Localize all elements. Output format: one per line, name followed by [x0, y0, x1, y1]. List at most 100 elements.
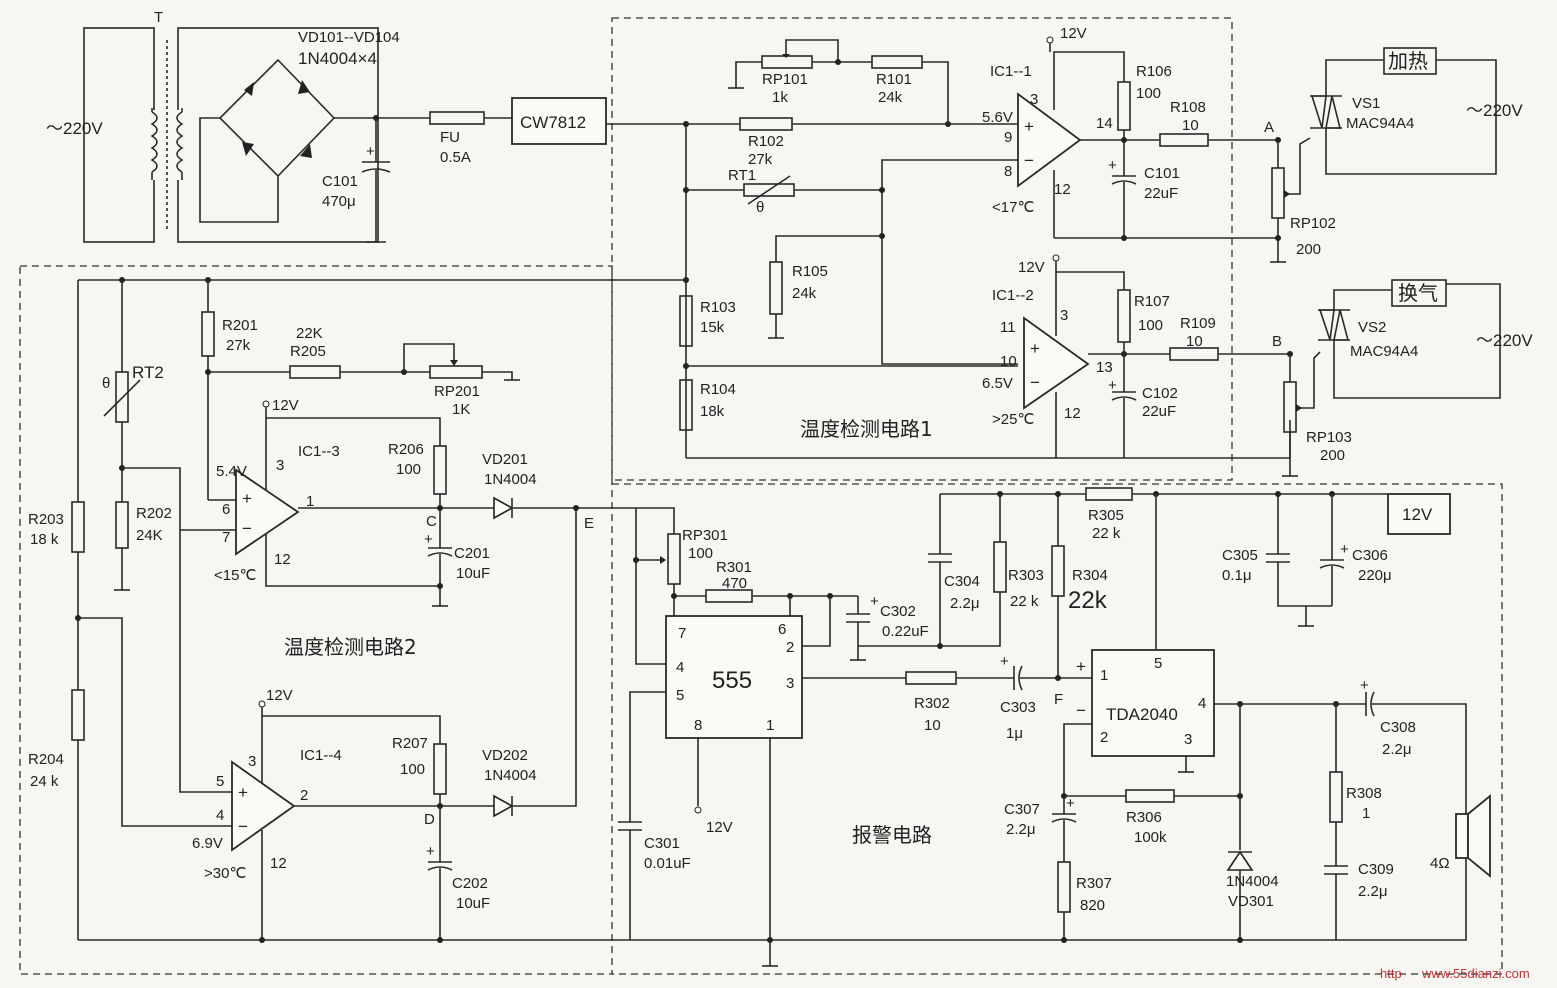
potentiometer-rp301	[667, 533, 681, 585]
c101-power-name: C101	[322, 173, 358, 190]
primary-coil	[150, 111, 158, 173]
svg-text:6: 6	[222, 501, 230, 518]
vs1-part: MAC94A4	[1346, 115, 1414, 132]
bridge-diode-4	[300, 144, 312, 158]
ic1-3-label: IC1--3	[298, 443, 340, 460]
resistor-r207	[433, 743, 447, 795]
svg-text:+: +	[1076, 657, 1086, 676]
c301-value: 0.01uF	[644, 855, 691, 872]
r308-value: 1	[1362, 805, 1370, 822]
r108-value: 10	[1182, 117, 1199, 134]
node-f-label: F	[1054, 691, 1063, 708]
bridge-diode-2	[298, 80, 310, 94]
resistor-r105	[769, 261, 783, 315]
node-c-label: C	[426, 513, 437, 530]
resistor-r204	[71, 689, 85, 741]
svg-text:11: 11	[1000, 319, 1016, 336]
section-border-circuit2	[19, 265, 613, 975]
svg-text:+: +	[424, 531, 433, 548]
fuse-name: FU	[440, 129, 460, 146]
r105-name: R105	[792, 263, 828, 280]
ic1-1-v-ref: 5.6V	[982, 109, 1013, 126]
watermark-site: www.55dianzi.com	[1421, 966, 1530, 981]
potentiometer-rp102	[1271, 167, 1285, 219]
r107-name: R107	[1134, 293, 1170, 310]
svg-text:2: 2	[786, 639, 794, 656]
svg-text:6: 6	[778, 621, 786, 638]
speaker-impedance: 4Ω	[1430, 855, 1450, 872]
svg-text:+: +	[1030, 339, 1040, 358]
svg-text:+: +	[870, 593, 879, 610]
c302-value: 0.22uF	[882, 623, 929, 640]
r306-value: 100k	[1134, 829, 1167, 846]
c309-value: 2.2μ	[1358, 883, 1388, 900]
r303-name: R303	[1008, 567, 1044, 584]
svg-text:+: +	[1108, 377, 1117, 394]
r202-value: 24K	[136, 527, 163, 544]
alarm-title: 报警电路	[852, 823, 932, 847]
vs2-part: MAC94A4	[1350, 343, 1418, 360]
rp103-name: RP103	[1306, 429, 1352, 446]
power-supply: T ～220V VD101--VD104 1N4004×4 + C101 470…	[46, 9, 686, 243]
c202-name: C202	[452, 875, 488, 892]
potentiometer-rp101	[761, 55, 813, 69]
r101-name: R101	[876, 71, 912, 88]
ic1-1-label: IC1--1	[990, 63, 1032, 80]
supply-12v-box	[1387, 493, 1451, 535]
svg-text:+: +	[1066, 795, 1075, 812]
svg-text:12: 12	[1064, 405, 1081, 422]
resistor-r201	[201, 311, 215, 357]
svg-text:+: +	[366, 143, 375, 160]
opamp-ic1-3	[235, 468, 300, 556]
r305-name: R305	[1088, 507, 1124, 524]
ic-555-timer	[665, 615, 803, 739]
ic1-3-threshold: <15℃	[214, 567, 256, 584]
resistor-r202	[115, 501, 129, 549]
vd202-part: 1N4004	[484, 767, 537, 784]
ic555-label: 555	[712, 667, 752, 694]
svg-text:7: 7	[222, 529, 230, 546]
r107-value: 100	[1138, 317, 1163, 334]
regulator-cw7812	[511, 97, 607, 145]
resistor-r101	[871, 55, 923, 69]
svg-text:−: −	[238, 817, 248, 836]
ic1-2-label: IC1--2	[992, 287, 1034, 304]
ventilation-load	[1391, 279, 1447, 307]
svg-text:10: 10	[1000, 353, 1017, 370]
vd201-part: 1N4004	[484, 471, 537, 488]
bridge-rectifier	[218, 58, 336, 178]
transformer-label: T	[154, 9, 163, 26]
svg-text:8: 8	[694, 717, 702, 734]
supply-12v-label: 12V	[1402, 505, 1433, 524]
vs1-name: VS1	[1352, 95, 1380, 112]
svg-text:3: 3	[1030, 91, 1038, 108]
resistor-r203	[71, 501, 85, 553]
c304-name: C304	[944, 573, 980, 590]
rp102-name: RP102	[1290, 215, 1336, 232]
r206-name: R206	[388, 441, 424, 458]
node-d-label: D	[424, 811, 435, 828]
resistor-r102	[739, 117, 793, 131]
svg-text:7: 7	[678, 625, 686, 642]
svg-text:−: −	[1030, 373, 1040, 392]
r109-name: R109	[1180, 315, 1216, 332]
c305-name: C305	[1222, 547, 1258, 564]
regulator-label: CW7812	[520, 113, 586, 132]
ic1-2-threshold: >25℃	[992, 411, 1034, 428]
resistor-r307	[1057, 861, 1071, 913]
r105-value: 24k	[792, 285, 817, 302]
circuit1-title: 温度检测电路1	[800, 417, 933, 441]
svg-text:12: 12	[274, 551, 291, 568]
c309-name: C309	[1358, 861, 1394, 878]
r307-value: 820	[1080, 897, 1105, 914]
vd201-name: VD201	[482, 451, 528, 468]
node-e-label: E	[584, 515, 594, 532]
diode-vd201	[493, 496, 514, 520]
heater-label: 加热	[1388, 49, 1428, 73]
diode-vd202	[493, 794, 514, 818]
circuit2-title: 温度检测电路2	[284, 635, 417, 659]
ic1-4-label: IC1--4	[300, 747, 342, 764]
r301-value: 470	[722, 575, 747, 592]
amp-tda2040	[1091, 649, 1215, 757]
r305-value: 22 k	[1092, 525, 1121, 542]
